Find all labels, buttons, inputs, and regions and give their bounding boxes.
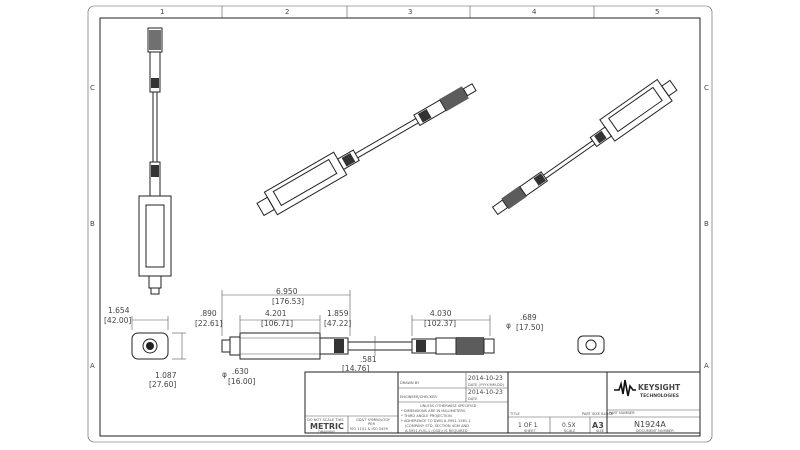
svg-text:ISO 1101 & ISO 5459: ISO 1101 & ISO 5459 <box>350 427 389 431</box>
dim-connector-dia: .630 <box>232 367 249 376</box>
svg-text:A-5951-FUG-1 (CSD)) IS REQUIRE: A-5951-FUG-1 (CSD)) IS REQUIRED <box>405 429 468 433</box>
svg-text:φ: φ <box>506 321 511 330</box>
title-block <box>304 371 701 434</box>
side-view-sensor <box>221 290 495 360</box>
svg-text:DATE: DATE <box>468 397 478 401</box>
title-label: TITLE <box>509 412 520 416</box>
part-number-label: PART NUMBER <box>609 411 635 415</box>
svg-text:* THIRD ANGLE PROJECTION: * THIRD ANGLE PROJECTION <box>401 414 452 418</box>
engineer-date: 2014-10-23 <box>468 389 503 396</box>
svg-text:GD&T SYMBOLOGY: GD&T SYMBOLOGY <box>356 418 391 422</box>
dim-cable-dia: .581 <box>360 355 377 364</box>
svg-text:[16.00]: [16.00] <box>228 377 255 386</box>
svg-text:KEYSIGHT: KEYSIGHT <box>638 383 681 392</box>
zone-row-b: B <box>90 220 95 228</box>
svg-text:φ: φ <box>222 370 227 379</box>
svg-text:[22.61]: [22.61] <box>195 319 222 328</box>
engineer-label: ENGINEER/CHECKER <box>400 395 437 399</box>
svg-text:[176.53]: [176.53] <box>272 297 304 306</box>
dim-overall-length: 6.950 <box>276 287 298 296</box>
svg-text:[17.50]: [17.50] <box>516 323 543 332</box>
zone-col-2: 2 <box>285 8 289 16</box>
svg-text:[102.37]: [102.37] <box>424 319 456 328</box>
dim-end-width: 1.654 <box>108 306 130 315</box>
zone-col-4: 4 <box>532 8 537 16</box>
svg-text:* ADHERENCE TO DWG A-5951-1561: * ADHERENCE TO DWG A-5951-1561-1 <box>401 419 471 423</box>
zone-col-5: 5 <box>655 8 659 16</box>
svg-text:[14.76]: [14.76] <box>342 364 369 373</box>
dim-end-height: 1.087 <box>155 371 177 380</box>
svg-text:UNLESS OTHERWISE SPECIFIED: UNLESS OTHERWISE SPECIFIED <box>420 404 477 408</box>
svg-text:TECHNOLOGIES: TECHNOLOGIES <box>640 393 679 399</box>
svg-text:DATE (YYYY-MM-DD): DATE (YYYY-MM-DD) <box>468 383 505 387</box>
end-view-right <box>577 335 605 355</box>
zone-rows: C B A C B A <box>90 84 709 370</box>
svg-text:B: B <box>704 220 709 228</box>
outer-frame <box>87 5 713 443</box>
svg-text:[47.22]: [47.22] <box>324 319 351 328</box>
zone-col-3: 3 <box>408 8 412 16</box>
units-metric: METRIC <box>310 422 344 431</box>
zone-col-1: 1 <box>160 8 164 16</box>
svg-text:DRAWING: DRAWING <box>318 430 336 434</box>
sheet-size: A3 <box>592 421 604 430</box>
zone-row-a: A <box>90 362 95 370</box>
svg-text:PART SIZE BLOCK: PART SIZE BLOCK <box>582 412 614 416</box>
top-view-sensor <box>138 27 172 295</box>
inner-frame <box>99 17 701 437</box>
drawn-date: 2014-10-23 <box>468 375 503 382</box>
scale-value: 0.5X <box>562 422 576 429</box>
zone-row-c: C <box>90 84 95 92</box>
sheet-number: 1 OF 1 <box>518 422 538 429</box>
svg-text:[27.60]: [27.60] <box>149 380 176 389</box>
end-view-left <box>131 316 186 360</box>
svg-text:C: C <box>704 84 709 92</box>
notes: UNLESS OTHERWISE SPECIFIED * DIMENSIONS … <box>401 404 477 433</box>
svg-text:SCALE: SCALE <box>564 429 576 433</box>
document-number: N1924A <box>634 420 666 429</box>
dim-strain-relief: 1.859 <box>327 309 349 318</box>
dim-far-connector-dia: .689 <box>520 313 537 322</box>
dim-connector-length: .890 <box>200 309 217 318</box>
svg-text:DO NOT SCALE THIS: DO NOT SCALE THIS <box>307 418 344 422</box>
svg-text:SIZE: SIZE <box>596 429 605 433</box>
svg-text:(COMPANY STD, SECTION 4GM AND: (COMPANY STD, SECTION 4GM AND <box>405 424 469 428</box>
dim-body-length: 4.201 <box>265 309 287 318</box>
zone-columns: 1 2 3 4 5 <box>160 6 659 18</box>
svg-text:DOCUMENT NUMBER: DOCUMENT NUMBER <box>636 429 674 433</box>
svg-text:* DIMENSIONS ARE IN MILLIMETER: * DIMENSIONS ARE IN MILLIMETERS <box>401 409 466 413</box>
svg-text:[106.71]: [106.71] <box>261 319 293 328</box>
svg-text:A: A <box>704 362 709 370</box>
isometric-view-1 <box>256 83 477 217</box>
isometric-view-2 <box>491 78 678 216</box>
svg-text:SHEET: SHEET <box>524 429 537 433</box>
svg-text:PER: PER <box>368 422 375 426</box>
svg-text:[42.00]: [42.00] <box>104 316 131 325</box>
drawn-by-label: DRAWN BY <box>400 381 420 385</box>
dim-far-connector-length: 4.030 <box>430 309 452 318</box>
keysight-logo: KEYSIGHT TECHNOLOGIES <box>614 379 681 399</box>
